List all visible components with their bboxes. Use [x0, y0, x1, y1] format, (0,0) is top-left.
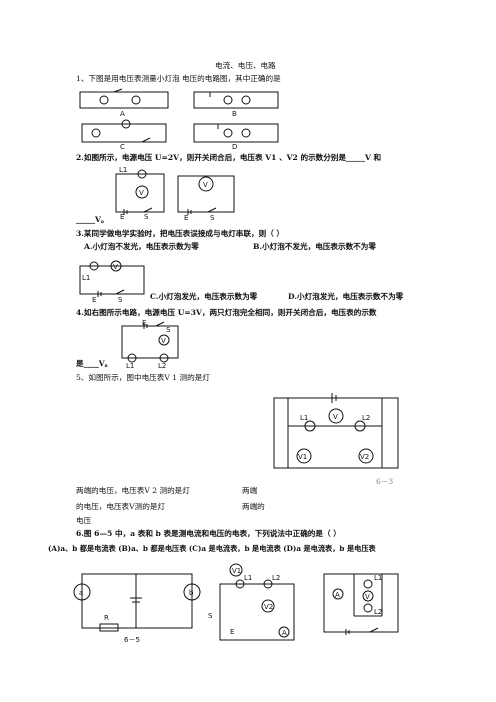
q3-option-d: D.小灯泡发光，电压表示数不为零: [288, 292, 404, 301]
q5-line-3: 电压: [76, 516, 92, 525]
q6-fig1-meter-a-label: a: [79, 589, 83, 597]
q5-lamp-2-label: L2: [362, 414, 370, 422]
q5-voltmeter-2-label: V2: [360, 453, 369, 461]
q2-battery-1-label: E: [120, 213, 124, 221]
q6-circuit-1: a b R 6－5: [68, 562, 206, 644]
q6-fig3-lamp-1-label: L1: [374, 574, 382, 582]
q3-option-c: C.小灯泡发光，电压表示数为零: [150, 292, 258, 301]
q5-lamp-1-label: L1: [300, 414, 308, 422]
q5-line-1b: 两端: [242, 486, 258, 495]
q1-circuit-b: B: [188, 88, 288, 118]
q3-voltmeter-label: V: [113, 263, 118, 271]
q4-circuit: V E S L1 L2: [118, 319, 184, 370]
q2-circuit-2: V E S: [176, 172, 236, 222]
question-5-text: 5、如图所示，图中电压表V 1 测的是灯: [76, 373, 210, 382]
q6-fig3-lamp-2-label: L2: [374, 608, 382, 616]
q2-voltmeter-2-label: V: [203, 181, 208, 189]
q3-circuit: V L1 E S: [76, 258, 148, 304]
q1-circuit-d: D: [188, 118, 288, 151]
q6-circuit-2: V1 V2 A L1 L2 S E: [208, 562, 302, 648]
q6-options: (A)a、b 都是电流表 (B)a、b 都是电压表 (C)a 是电流表，b 是电…: [48, 544, 376, 553]
q1-option-d-label: D: [232, 143, 237, 151]
q6-fig3-voltmeter-label: V: [365, 593, 370, 601]
q6-circuit-3: A V L1 L2: [318, 566, 408, 638]
q2-switch-1-label: S: [144, 213, 149, 221]
q5-line-2a: 的电压，电压表V测的是灯: [76, 502, 166, 511]
q2-voltmeter-1-label: V: [139, 189, 144, 197]
q4-lamp-2-label: L2: [158, 362, 166, 370]
q6-fig2-lamp-1-label: L1: [244, 574, 252, 582]
q2-circuit-1: V L1 E S: [112, 166, 168, 221]
q2-lamp-label: L1: [119, 166, 127, 174]
question-4-answer-line: 是____V。: [76, 359, 113, 368]
q3-switch-label: S: [118, 296, 123, 304]
q4-lamp-1-label: L1: [126, 362, 134, 370]
question-3-text: 3.某同学做电学实验时，把电压表误接成与电灯串联，则（ ）: [76, 229, 285, 238]
q4-voltmeter-label: V: [161, 337, 166, 345]
q2-battery-2-label: E: [184, 214, 188, 222]
question-6-text: 6.图 6—5 中，a 表和 b 表是测电流和电压的电表，下列说法中正确的是（ …: [76, 529, 341, 538]
q2-switch-2-label: S: [210, 214, 215, 222]
q6-fig1-resistor-label: R: [104, 614, 109, 622]
q4-switch-label: S: [166, 326, 171, 334]
q6-fig2-switch-label: S: [208, 612, 213, 620]
q6-fig2-voltmeter-1-label: V1: [232, 567, 241, 575]
q5-voltmeter-label: V: [333, 413, 338, 421]
q1-circuit-a: A: [76, 88, 176, 118]
q6-fig2-voltmeter-2-label: V2: [264, 603, 273, 611]
question-1-text: 1、下图是用电压表测量小灯泡 电压的电路图，其中正确的是: [76, 74, 281, 83]
q6-fig3-ammeter-label: A: [335, 591, 340, 599]
q1-option-b-label: B: [232, 110, 237, 118]
q5-line-2b: 两端的: [242, 502, 265, 511]
q3-lamp-label: L1: [82, 274, 90, 282]
question-2-answer-line: _____V。: [76, 215, 109, 224]
q6-fig1-caption: 6－5: [124, 636, 140, 644]
q1-option-a-label: A: [120, 110, 125, 118]
q5-voltmeter-1-label: V1: [298, 453, 307, 461]
q5-figure-label: 6－3: [376, 477, 394, 486]
q3-option-b: B.小灯泡不发光，电压表示数不为零: [253, 242, 376, 251]
question-4-text: 4.如右图所示电路，电源电压 U=3V，两只灯泡完全相同，则开关闭合后，电压表的…: [76, 308, 377, 317]
q6-fig1-meter-b-label: b: [189, 589, 194, 597]
q4-battery-label: E: [142, 319, 146, 327]
q1-option-c-label: C: [120, 143, 125, 151]
q1-circuit-c: C: [76, 118, 176, 151]
question-2-text: 2.如图所示，电源电压 U=2V，则开关闭合后，电压表 V1 、V2 的示数分别…: [76, 153, 382, 162]
q5-line-1a: 两端的电压，电压表V 2 测的是灯: [76, 486, 190, 495]
q6-fig2-ammeter-label: A: [282, 629, 287, 637]
q3-option-a: A.小灯泡不发光，电压表示数为零: [84, 242, 199, 251]
q3-battery-label: E: [92, 296, 96, 304]
q6-fig2-battery-label: E: [230, 628, 234, 636]
q6-fig2-lamp-2-label: L2: [272, 574, 280, 582]
q5-circuit: V V1 V2 L1 L2: [270, 386, 406, 476]
page-title: 电流、电压、电路: [215, 61, 276, 70]
